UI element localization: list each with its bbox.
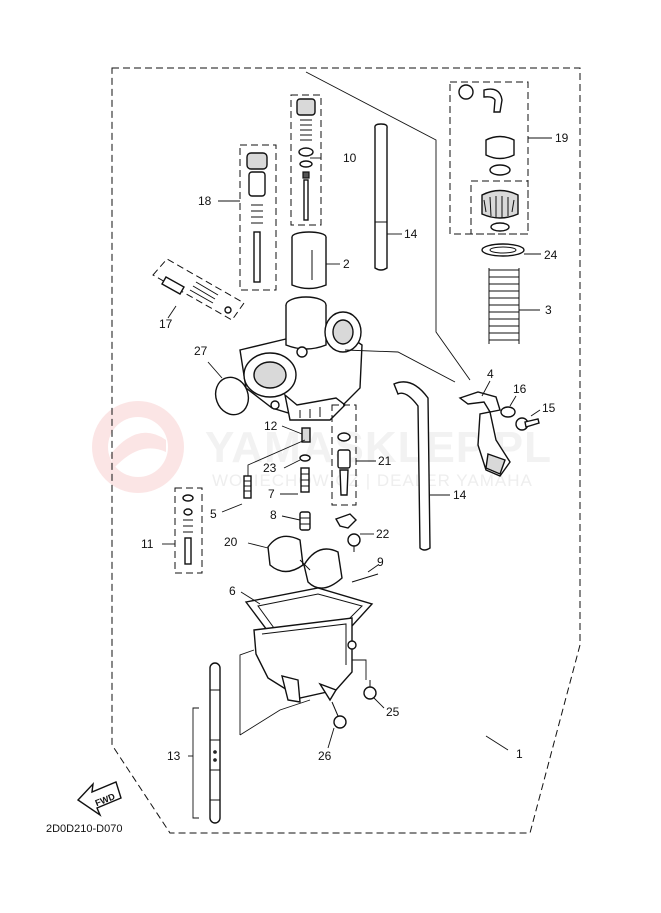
label-part-7: 7 <box>268 487 275 501</box>
label-part-1: 1 <box>516 747 523 761</box>
label-part-21: 21 <box>378 454 392 468</box>
watermark-logo <box>92 401 184 493</box>
part-group-21 <box>331 404 376 506</box>
label-part-4: 4 <box>487 367 494 381</box>
part-group-19 <box>449 81 552 235</box>
part-group-17 <box>152 258 245 321</box>
label-part-15: 15 <box>542 401 556 415</box>
watermark-tagline: WOLIECHOWICZ | DEALER YAMAHA <box>212 471 533 490</box>
label-part-8: 8 <box>270 508 277 522</box>
label-part-12: 12 <box>264 419 278 433</box>
label-part-5: 5 <box>210 507 217 521</box>
part-vent-tube-upper <box>374 123 402 271</box>
part-spring-seat <box>481 243 541 257</box>
part-group-10 <box>290 94 322 226</box>
label-part-14-upper: 14 <box>404 227 418 241</box>
label-part-2: 2 <box>343 257 350 271</box>
label-part-13: 13 <box>167 749 181 763</box>
part-jets <box>280 425 311 495</box>
label-part-25: 25 <box>386 705 400 719</box>
label-part-16: 16 <box>513 382 527 396</box>
part-washer <box>500 395 517 418</box>
part-throttle-spring <box>488 268 540 344</box>
part-main-jet <box>221 439 306 513</box>
label-part-9: 9 <box>377 555 384 569</box>
part-float-bowl <box>239 587 374 736</box>
label-part-6: 6 <box>229 584 236 598</box>
carburetor-body <box>239 296 363 421</box>
label-part-24: 24 <box>544 248 558 262</box>
part-pilot-jet <box>281 511 311 531</box>
label-part-26: 26 <box>318 749 332 763</box>
part-clip-22 <box>334 513 374 552</box>
part-float <box>247 535 343 589</box>
label-part-17: 17 <box>159 317 173 331</box>
part-screws-bowl <box>327 680 385 749</box>
part-piston-slide <box>291 231 340 290</box>
label-part-20: 20 <box>224 535 238 549</box>
part-group-18 <box>218 144 277 291</box>
part-labels: 1 2 3 4 5 6 7 8 9 10 11 12 13 14 14 15 1… <box>141 131 569 763</box>
label-part-27: 27 <box>194 344 208 358</box>
label-part-22: 22 <box>376 527 390 541</box>
assembly-boundary <box>111 67 581 834</box>
label-part-3: 3 <box>545 303 552 317</box>
part-float-pin <box>351 564 379 583</box>
part-gasket-ring <box>207 361 250 416</box>
reference-code: 2D0D210-D070 <box>46 823 122 835</box>
fwd-arrow-icon: FWD <box>76 781 122 817</box>
part-throttle-lever <box>344 349 511 477</box>
part-screw-15 <box>515 409 541 431</box>
label-part-19: 19 <box>555 131 569 145</box>
part-drain-tube <box>188 662 221 824</box>
label-part-10: 10 <box>343 151 357 165</box>
label-part-11: 11 <box>141 537 154 551</box>
part-vent-tube-lower <box>393 381 450 551</box>
part-group-11 <box>162 487 203 574</box>
label-part-14-lower: 14 <box>453 488 467 502</box>
label-part-18: 18 <box>198 194 212 208</box>
label-part-23: 23 <box>263 461 277 475</box>
